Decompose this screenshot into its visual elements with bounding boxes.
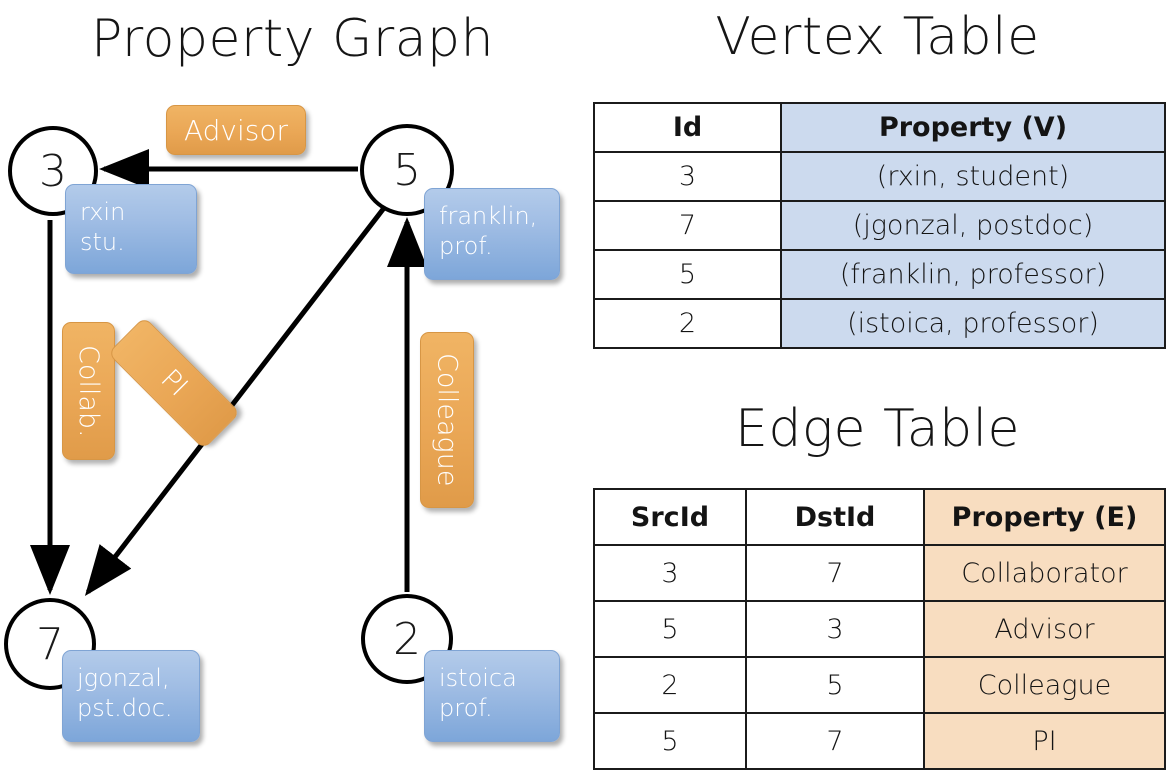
graph-node-2-label: 2 — [393, 613, 421, 665]
node-property-rxin-line2: stu. — [80, 228, 125, 256]
vertex-table-header-id: Id — [593, 102, 782, 153]
vertex-table-header-property: Property (V) — [780, 102, 1166, 153]
edge-cell-srcid: 2 — [593, 656, 747, 714]
graph-node-7-label: 7 — [36, 618, 64, 670]
edge-label-collab: Collab. — [62, 322, 115, 460]
node-property-istoica-line1: istoica — [439, 664, 517, 692]
node-property-box-istoica: istoica prof. — [424, 650, 560, 742]
vertex-cell-property: (jgonzal, postdoc) — [780, 200, 1166, 251]
vertex-cell-property: (rxin, student) — [780, 151, 1166, 202]
property-graph-diagram: 3 5 7 2 rxin stu. franklin, prof. jgonza… — [0, 80, 585, 760]
edge-cell-srcid: 3 — [593, 544, 747, 602]
node-property-istoica-line2: prof. — [439, 694, 493, 722]
vertex-cell-id: 3 — [593, 151, 782, 202]
edge-label-advisor: Advisor — [166, 105, 306, 155]
edge-cell-property: Colleague — [923, 656, 1166, 714]
edge-label-colleague-text: Colleague — [431, 353, 463, 487]
edge-table: SrcId DstId Property (E) 3 7 Collaborato… — [593, 488, 1166, 770]
node-property-franklin-line1: franklin, — [439, 202, 538, 230]
table-row: 5 3 Advisor — [593, 600, 1166, 658]
vertex-cell-id: 5 — [593, 249, 782, 300]
table-row: 3 (rxin, student) — [593, 151, 1166, 202]
vertex-table: Id Property (V) 3 (rxin, student) 7 (jgo… — [593, 102, 1166, 349]
vertex-table-header-row: Id Property (V) — [593, 102, 1166, 153]
graph-node-5-label: 5 — [393, 144, 421, 196]
edge-label-advisor-text: Advisor — [183, 113, 288, 147]
edge-table-header-dstid: DstId — [745, 488, 925, 546]
node-property-jgonzal-line1: jgonzal, — [77, 664, 170, 692]
node-property-box-franklin: franklin, prof. — [424, 188, 560, 280]
edge-label-colleague: Colleague — [420, 332, 474, 508]
edge-label-pi-text: PI — [154, 363, 194, 403]
node-property-jgonzal-line2: pst.doc. — [77, 694, 173, 722]
edge-table-header-property: Property (E) — [923, 488, 1166, 546]
edge-cell-srcid: 5 — [593, 600, 747, 658]
table-row: 7 (jgonzal, postdoc) — [593, 200, 1166, 251]
edge-cell-dstid: 3 — [745, 600, 925, 658]
node-property-box-rxin: rxin stu. — [65, 184, 197, 274]
table-row: 3 7 Collaborator — [593, 544, 1166, 602]
graph-node-3-label: 3 — [39, 145, 67, 197]
edge-cell-property: PI — [923, 712, 1166, 770]
edge-cell-srcid: 5 — [593, 712, 747, 770]
edge-cell-property: Advisor — [923, 600, 1166, 658]
graph-edges-layer — [30, 149, 427, 596]
page-title-property-graph: Property Graph — [90, 9, 495, 69]
vertex-cell-property: (franklin, professor) — [780, 249, 1166, 300]
edge-label-collab-text: Collab. — [73, 344, 104, 438]
edge-cell-dstid: 7 — [745, 712, 925, 770]
table-row: 5 (franklin, professor) — [593, 249, 1166, 300]
node-property-rxin-line1: rxin — [80, 198, 126, 226]
edge-line-pi — [84, 206, 386, 596]
node-property-franklin-line2: prof. — [439, 232, 493, 260]
edge-table-header-srcid: SrcId — [593, 488, 747, 546]
vertex-cell-property: (istoica, professor) — [780, 298, 1166, 349]
edge-cell-dstid: 5 — [745, 656, 925, 714]
table-row: 2 5 Colleague — [593, 656, 1166, 714]
table-row: 2 (istoica, professor) — [593, 298, 1166, 349]
edge-cell-dstid: 7 — [745, 544, 925, 602]
node-property-box-jgonzal: jgonzal, pst.doc. — [62, 650, 200, 742]
vertex-cell-id: 2 — [593, 298, 782, 349]
edge-table-header-row: SrcId DstId Property (E) — [593, 488, 1166, 546]
vertex-cell-id: 7 — [593, 200, 782, 251]
page-title-edge-table: Edge Table — [734, 399, 1021, 459]
graph-node-5[interactable]: 5 — [360, 124, 454, 216]
table-row: 5 7 PI — [593, 712, 1166, 770]
page-title-vertex-table: Vertex Table — [715, 7, 1040, 67]
graph-node-3[interactable]: 3 — [8, 126, 98, 216]
edge-cell-property: Collaborator — [923, 544, 1166, 602]
